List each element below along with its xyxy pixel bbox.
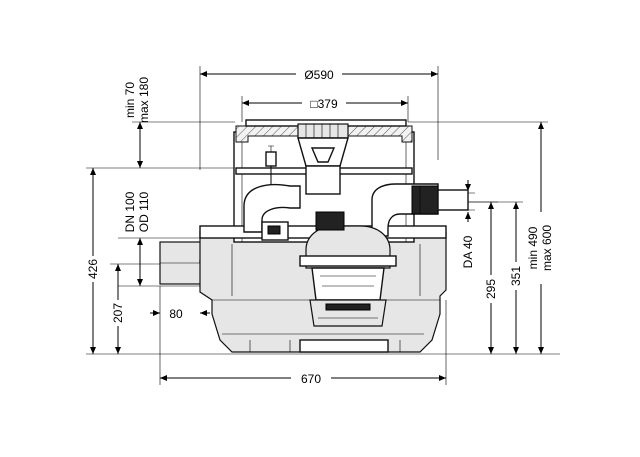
dim-outlet-height: 295 <box>484 279 498 299</box>
grate <box>297 123 349 139</box>
dim-base-width: 670 <box>301 372 321 386</box>
dim-outlet-da: DA 40 <box>461 235 475 268</box>
dim-overall-max: max 600 <box>540 225 554 271</box>
pump-chamber <box>159 119 469 353</box>
dim-inlet-height: 207 <box>111 303 125 323</box>
dim-inlet-offset: 80 <box>169 307 183 321</box>
dim-inlet-od: OD 110 <box>137 191 151 232</box>
dim-grate-square: □379 <box>310 97 338 111</box>
dim-total-height: 426 <box>86 259 100 279</box>
dimension-labels: Ø590 □379 min 70 max 180 DN 100 OD 110 4… <box>86 67 554 386</box>
dim-overall-min: min 490 <box>526 226 540 269</box>
dim-top-height: 351 <box>509 266 523 286</box>
dim-outer-diameter: Ø590 <box>304 68 334 82</box>
dim-cover-max: max 180 <box>137 77 151 123</box>
dim-inlet-dn: DN 100 <box>123 191 137 232</box>
dim-cover-min: min 70 <box>123 82 137 118</box>
